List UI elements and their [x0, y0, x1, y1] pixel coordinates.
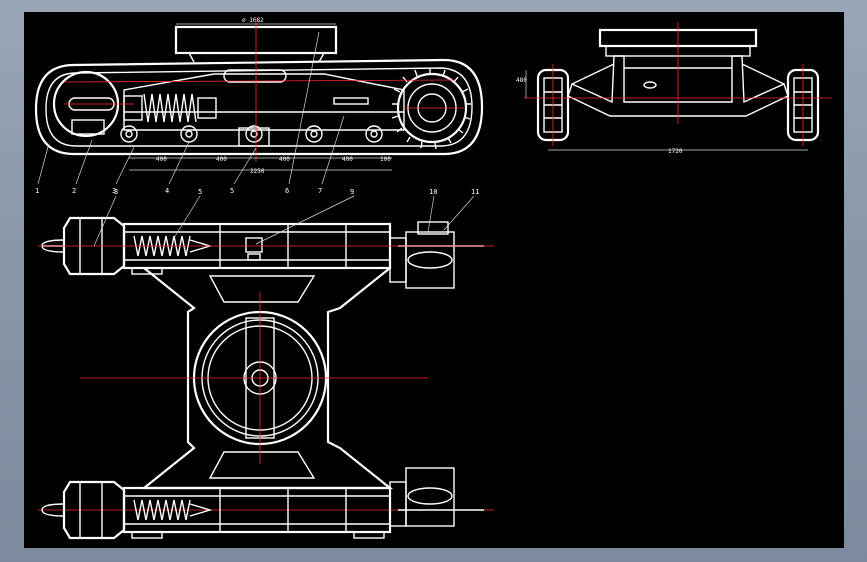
upper-drive	[405, 231, 455, 289]
svg-text:100: 100	[380, 156, 391, 163]
svg-text:400: 400	[216, 156, 227, 163]
svg-text:9: 9	[350, 188, 354, 196]
lower-spring	[133, 499, 191, 521]
svg-text:400: 400	[156, 156, 167, 163]
upper-spring	[133, 235, 191, 257]
side-dimensions: 400 400 400 400 100 2250	[156, 156, 391, 175]
plan-view: 3 5 9 10 11	[38, 188, 494, 540]
svg-text:400: 400	[342, 156, 353, 163]
track-inner	[45, 67, 473, 147]
track-outer	[34, 58, 484, 156]
name-plate	[333, 97, 369, 105]
drawing-sheet: ⌀ 1682	[24, 12, 844, 548]
svg-text:11: 11	[471, 188, 479, 196]
svg-text:5: 5	[230, 187, 234, 195]
svg-text:7: 7	[318, 187, 322, 195]
road-wheels	[120, 125, 383, 147]
svg-text:5: 5	[198, 188, 202, 196]
svg-text:2: 2	[72, 187, 76, 195]
svg-text:1: 1	[35, 187, 39, 195]
svg-text:6: 6	[285, 187, 289, 195]
carrier-block	[223, 69, 287, 83]
svg-text:400: 400	[279, 156, 290, 163]
cad-drawing: ⌀ 1682	[34, 17, 832, 540]
svg-text:4: 4	[165, 187, 169, 195]
top-width-label: ⌀ 1682	[242, 17, 264, 24]
center-lug	[245, 237, 263, 253]
end-height: 480	[516, 77, 527, 84]
end-width: 1720	[668, 148, 683, 155]
svg-text:10: 10	[429, 188, 437, 196]
upper-motor	[417, 221, 449, 235]
overall-length: 2250	[250, 168, 265, 175]
tension-spring	[143, 93, 197, 123]
svg-text:3: 3	[112, 187, 116, 195]
side-view: ⌀ 1682	[34, 17, 484, 195]
end-view: 480 1720	[516, 22, 832, 155]
lower-drive	[405, 467, 455, 527]
drive-sprocket	[396, 72, 468, 144]
svg-text:3: 3	[114, 188, 118, 196]
